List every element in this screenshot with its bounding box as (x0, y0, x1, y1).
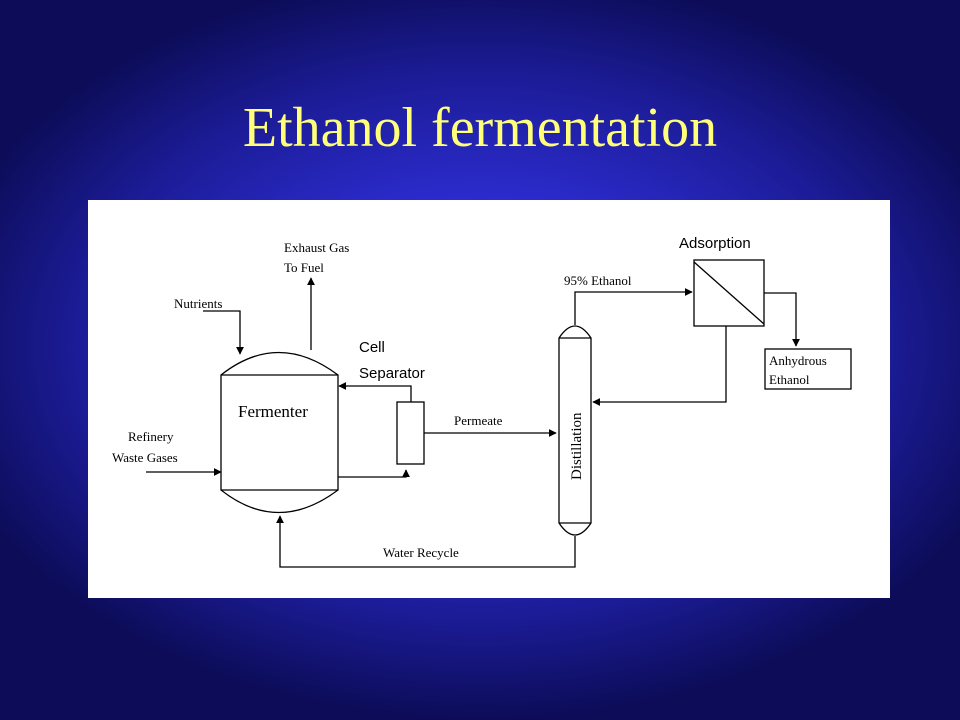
permeate-label: Permeate (454, 413, 503, 428)
ethanol-95-stream: 95% Ethanol (564, 273, 693, 325)
water-recycle-stream: Water Recycle (276, 515, 576, 568)
ethanol-95-label: 95% Ethanol (564, 273, 632, 288)
anhydrous-ethanol-label-line2: Ethanol (769, 372, 810, 387)
fermenter-vessel: Fermenter (220, 351, 339, 514)
adsorption-unit: Adsorption (679, 235, 765, 327)
water-recycle-label: Water Recycle (383, 545, 459, 560)
cell-separator-label-line2: Separator (359, 365, 425, 382)
process-flow-svg: Fermenter Exhaust Gas To Fuel Nutrients … (112, 235, 852, 568)
adsorption-recycle-stream (592, 326, 727, 406)
distillation-column: Distillation (558, 325, 592, 536)
fermenter-label: Fermenter (238, 402, 308, 421)
distillation-label: Distillation (569, 412, 585, 480)
nutrients-label: Nutrients (174, 296, 222, 311)
cell-separator: Cell Separator (338, 339, 425, 478)
process-flow-diagram: Fermenter Exhaust Gas To Fuel Nutrients … (88, 200, 890, 598)
cell-separator-label-line1: Cell (359, 339, 385, 356)
refinery-waste-gases-label-line1: Refinery (128, 429, 174, 444)
refinery-waste-gases-stream: Refinery Waste Gases (112, 429, 222, 476)
exhaust-gas-label-line1: Exhaust Gas (284, 240, 349, 255)
exhaust-gas-label-line2: To Fuel (284, 260, 324, 275)
nutrients-stream: Nutrients (174, 296, 244, 355)
adsorption-label: Adsorption (679, 235, 751, 252)
permeate-stream: Permeate (424, 413, 557, 437)
exhaust-gas-stream: Exhaust Gas To Fuel (284, 240, 349, 350)
refinery-waste-gases-label-line2: Waste Gases (112, 450, 178, 465)
slide-title: Ethanol fermentation (242, 97, 718, 159)
anhydrous-ethanol-label-line1: Anhydrous (769, 353, 827, 368)
anhydrous-ethanol-stream: Anhydrous Ethanol (764, 292, 852, 390)
